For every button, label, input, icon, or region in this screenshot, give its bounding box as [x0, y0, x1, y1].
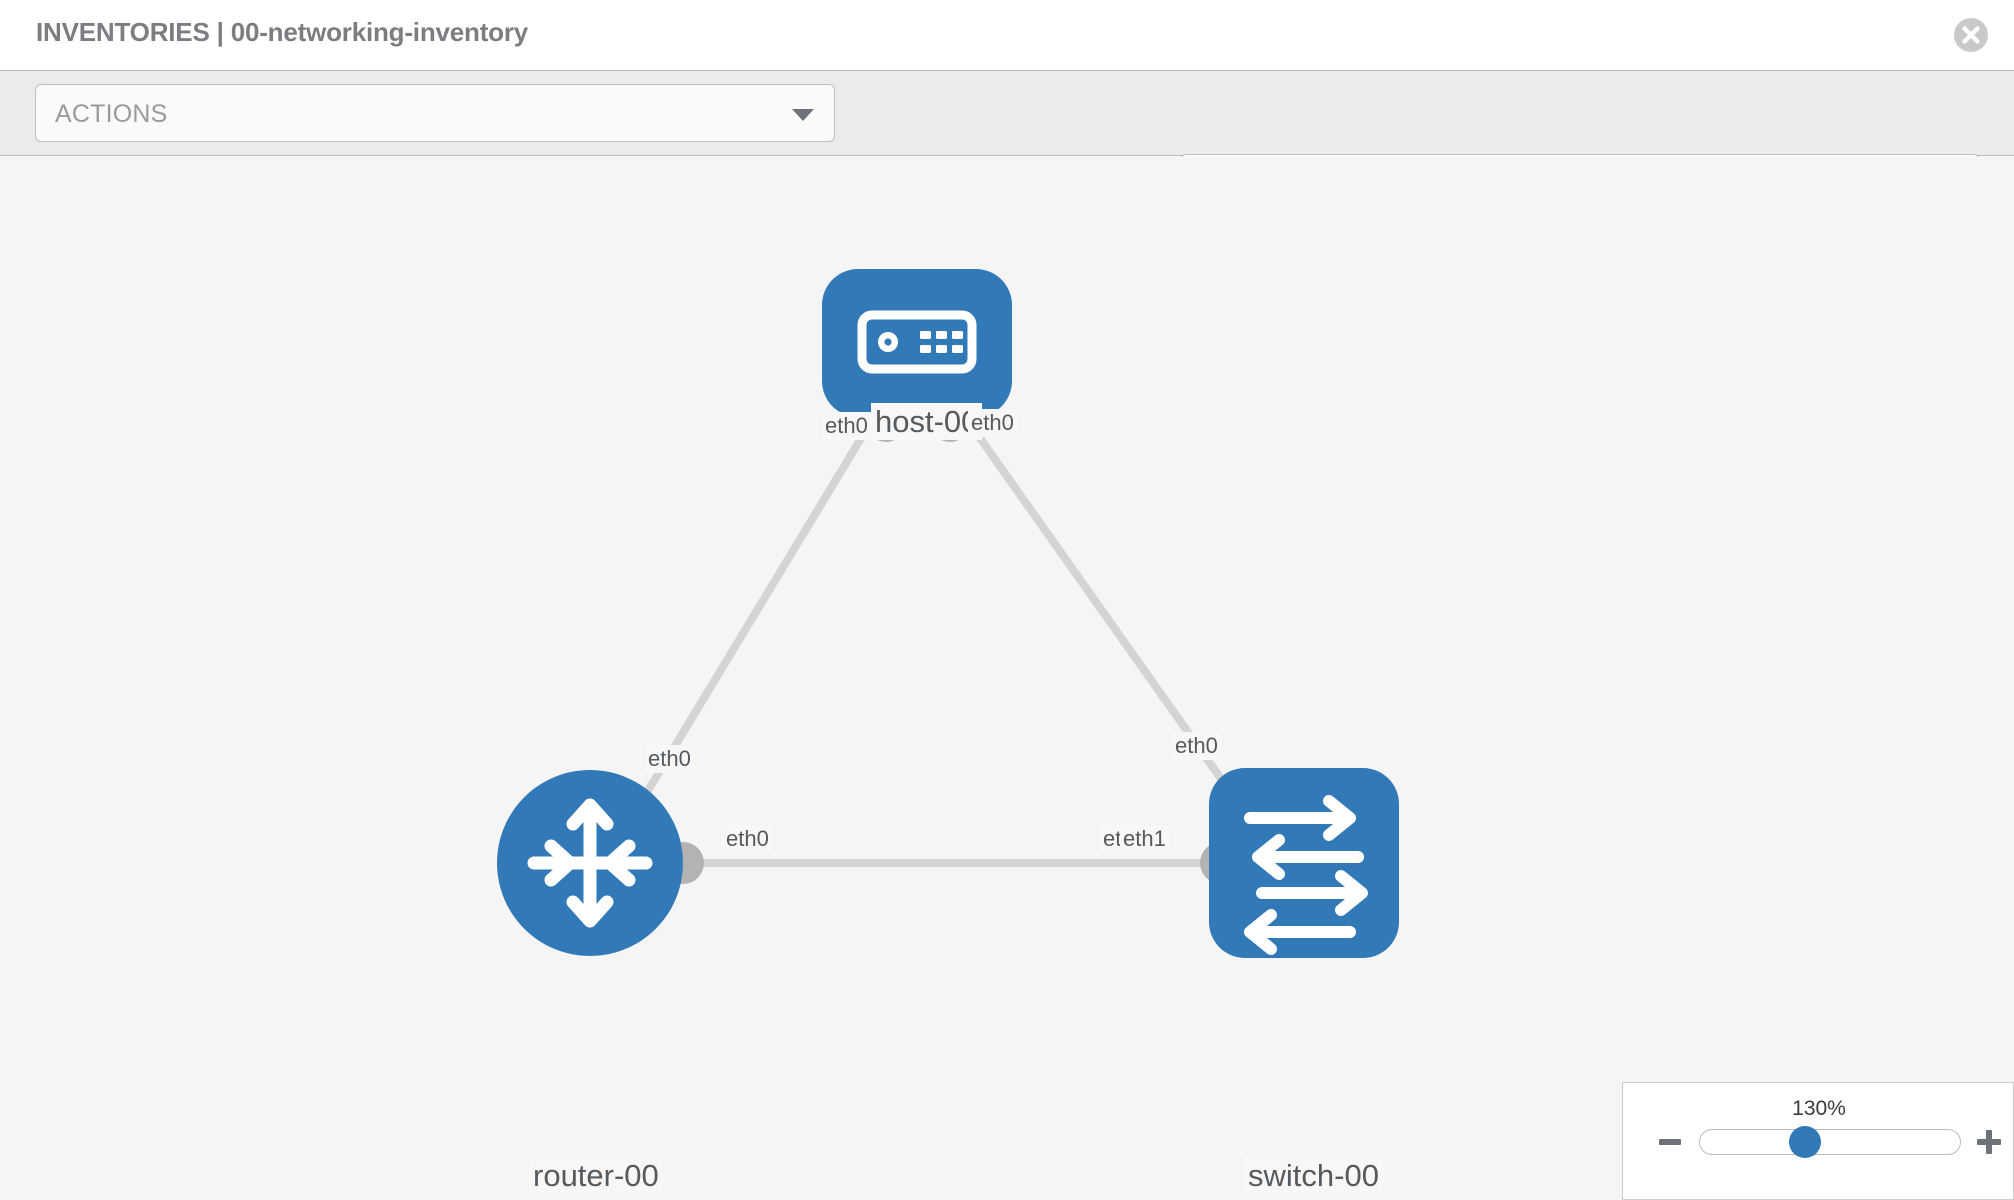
page-header: INVENTORIES | 00-networking-inventory [0, 0, 2014, 70]
iface-label-router-upper: eth0 [645, 745, 694, 773]
node-router-00 [497, 770, 683, 956]
page-title: INVENTORIES | 00-networking-inventory [36, 17, 529, 47]
topology-connectors [662, 402, 1261, 884]
iface-label-router-right: eth0 [723, 825, 772, 853]
toolbar: ACTIONS SEARCH [0, 70, 2014, 212]
zoom-out-button[interactable] [1659, 1139, 1681, 1145]
zoom-level-label: 130% [1792, 1097, 1846, 1120]
topology-edges [628, 404, 1252, 867]
iface-label-switch-upper: eth0 [1172, 732, 1221, 760]
plus-icon[interactable] [1986, 1130, 1992, 1154]
node-label-switch-00: switch-00 [1244, 1157, 1383, 1194]
close-icon[interactable] [1952, 16, 1990, 54]
zoom-slider-thumb[interactable] [1789, 1126, 1821, 1158]
iface-label-host-right: eth0 [968, 409, 1017, 437]
topology-graph [497, 269, 1399, 958]
actions-dropdown-label: ACTIONS [55, 100, 168, 128]
node-label-host-00: host-00 [871, 403, 983, 440]
zoom-slider-track[interactable] [1699, 1129, 1961, 1155]
chevron-down-icon [792, 109, 814, 121]
node-switch-00 [1209, 768, 1399, 958]
iface-label-switch-left: eth1 [1120, 825, 1169, 853]
zoom-control-panel: 130% [1622, 1082, 2014, 1200]
node-host-00 [822, 269, 1012, 417]
node-label-router-00: router-00 [529, 1157, 663, 1194]
actions-dropdown[interactable]: ACTIONS [35, 84, 835, 142]
topology-canvas[interactable]: host-00 router-00 switch-00 eth0 eth0 et… [0, 157, 2014, 1200]
iface-label-host-left: eth0 [822, 412, 871, 440]
